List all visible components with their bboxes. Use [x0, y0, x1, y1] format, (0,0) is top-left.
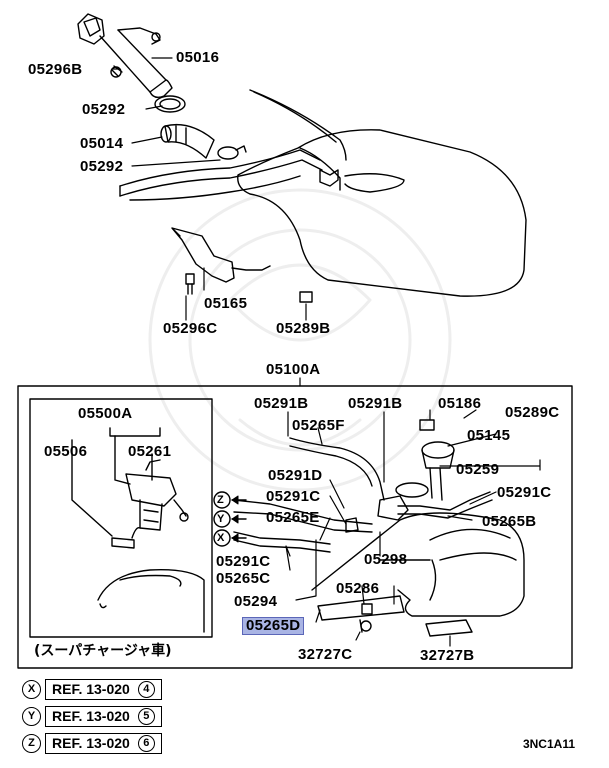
leader-lines	[111, 57, 541, 647]
reference-letter-x: X	[22, 679, 41, 699]
part-label-05292-mid: 05292	[80, 158, 124, 175]
part-05186	[419, 419, 435, 431]
part-label-05500a: 05500A	[78, 405, 133, 422]
reference-row-y: Y REF. 13-020 5	[22, 705, 162, 727]
part-label-32727b: 32727B	[420, 647, 475, 664]
part-label-05298: 05298	[364, 551, 408, 568]
part-label-05145: 05145	[467, 427, 511, 444]
reference-text: REF. 13-020	[52, 708, 130, 724]
part-label-05291b-left: 05291B	[254, 395, 309, 412]
grommet-05289b	[299, 291, 313, 303]
arrow-heads	[231, 495, 239, 543]
part-label-05265b: 05265B	[482, 513, 537, 530]
part-label-05261: 05261	[128, 443, 172, 460]
part-label-05016: 05016	[176, 49, 220, 66]
fuel-hose-upper	[289, 437, 385, 501]
bolt-05296c	[185, 273, 195, 295]
reference-number: 6	[137, 734, 155, 752]
part-label-05291b-right: 05291B	[348, 395, 403, 412]
arrow-label-x: X	[217, 532, 225, 544]
hose-clamp-top	[154, 95, 186, 113]
hose-clamp-bottom	[217, 145, 247, 160]
part-label-05265c: 05265C	[216, 570, 271, 587]
part-label-32727c: 32727C	[298, 646, 353, 663]
inset-frame	[29, 398, 213, 638]
part-label-05265f: 05265F	[292, 417, 345, 434]
reference-link-z[interactable]: REF. 13-020 6	[45, 732, 162, 754]
reference-link-y[interactable]: REF. 13-020 5	[45, 705, 162, 727]
detail-frame	[17, 385, 573, 669]
tank-strap-c	[317, 595, 405, 633]
fuel-tank-upper	[119, 89, 527, 297]
part-label-05259: 05259	[456, 461, 500, 478]
inset-tank-section	[97, 569, 205, 633]
arrow-label-y: Y	[217, 513, 225, 525]
part-label-05100a: 05100A	[266, 361, 321, 378]
part-label-05291c-c: 05291C	[216, 553, 271, 570]
fuel-filter	[345, 495, 409, 533]
reference-letter-y: Y	[22, 706, 41, 726]
tank-bracket	[171, 227, 271, 283]
part-label-05296b: 05296B	[28, 61, 83, 78]
tank-strap-b	[425, 619, 473, 637]
inset-caption: (スーパチャージャ車)	[34, 643, 172, 659]
fuel-tank-lower	[311, 512, 525, 617]
reference-number: 4	[137, 680, 155, 698]
arrows-xyz	[213, 491, 247, 547]
reference-row-x: X REF. 13-020 4	[22, 678, 162, 700]
reference-number: 5	[137, 707, 155, 725]
part-label-05506: 05506	[44, 443, 88, 460]
filler-hose	[160, 123, 215, 159]
part-label-05292-top: 05292	[82, 101, 126, 118]
arrow-label-z: Z	[217, 494, 225, 506]
filler-neck-pipe	[99, 27, 173, 99]
part-label-05186: 05186	[438, 395, 482, 412]
reference-row-z: Z REF. 13-020 6	[22, 732, 162, 754]
filler-cap	[77, 13, 105, 45]
part-label-05289c: 05289C	[505, 404, 560, 421]
part-label-05294: 05294	[234, 593, 278, 610]
part-label-05286: 05286	[336, 580, 380, 597]
part-label-05291c-a: 05291C	[266, 488, 321, 505]
fuel-hose-right	[397, 491, 493, 519]
fuel-sender-unit	[395, 441, 455, 501]
diagram-code: 3NC1A11	[522, 737, 575, 751]
part-label-05291d: 05291D	[268, 467, 323, 484]
part-label-05265d-highlighted[interactable]: 05265D	[242, 617, 305, 635]
part-label-05291c-b: 05291C	[497, 484, 552, 501]
nut-05286	[361, 603, 373, 615]
reference-letter-z: Z	[22, 733, 41, 753]
part-label-05289b: 05289B	[276, 320, 331, 337]
reference-link-x[interactable]: REF. 13-020 4	[45, 678, 162, 700]
part-label-05014: 05014	[80, 135, 124, 152]
reference-text: REF. 13-020	[52, 735, 130, 751]
reference-text: REF. 13-020	[52, 681, 130, 697]
inset-fuel-pump	[111, 459, 189, 549]
part-label-05296c: 05296C	[163, 320, 218, 337]
part-label-05165: 05165	[204, 295, 248, 312]
fuel-line-left	[233, 499, 373, 553]
inset-leaders	[71, 427, 161, 537]
watermark-emblem	[148, 188, 452, 492]
part-label-05265e: 05265E	[266, 509, 320, 526]
